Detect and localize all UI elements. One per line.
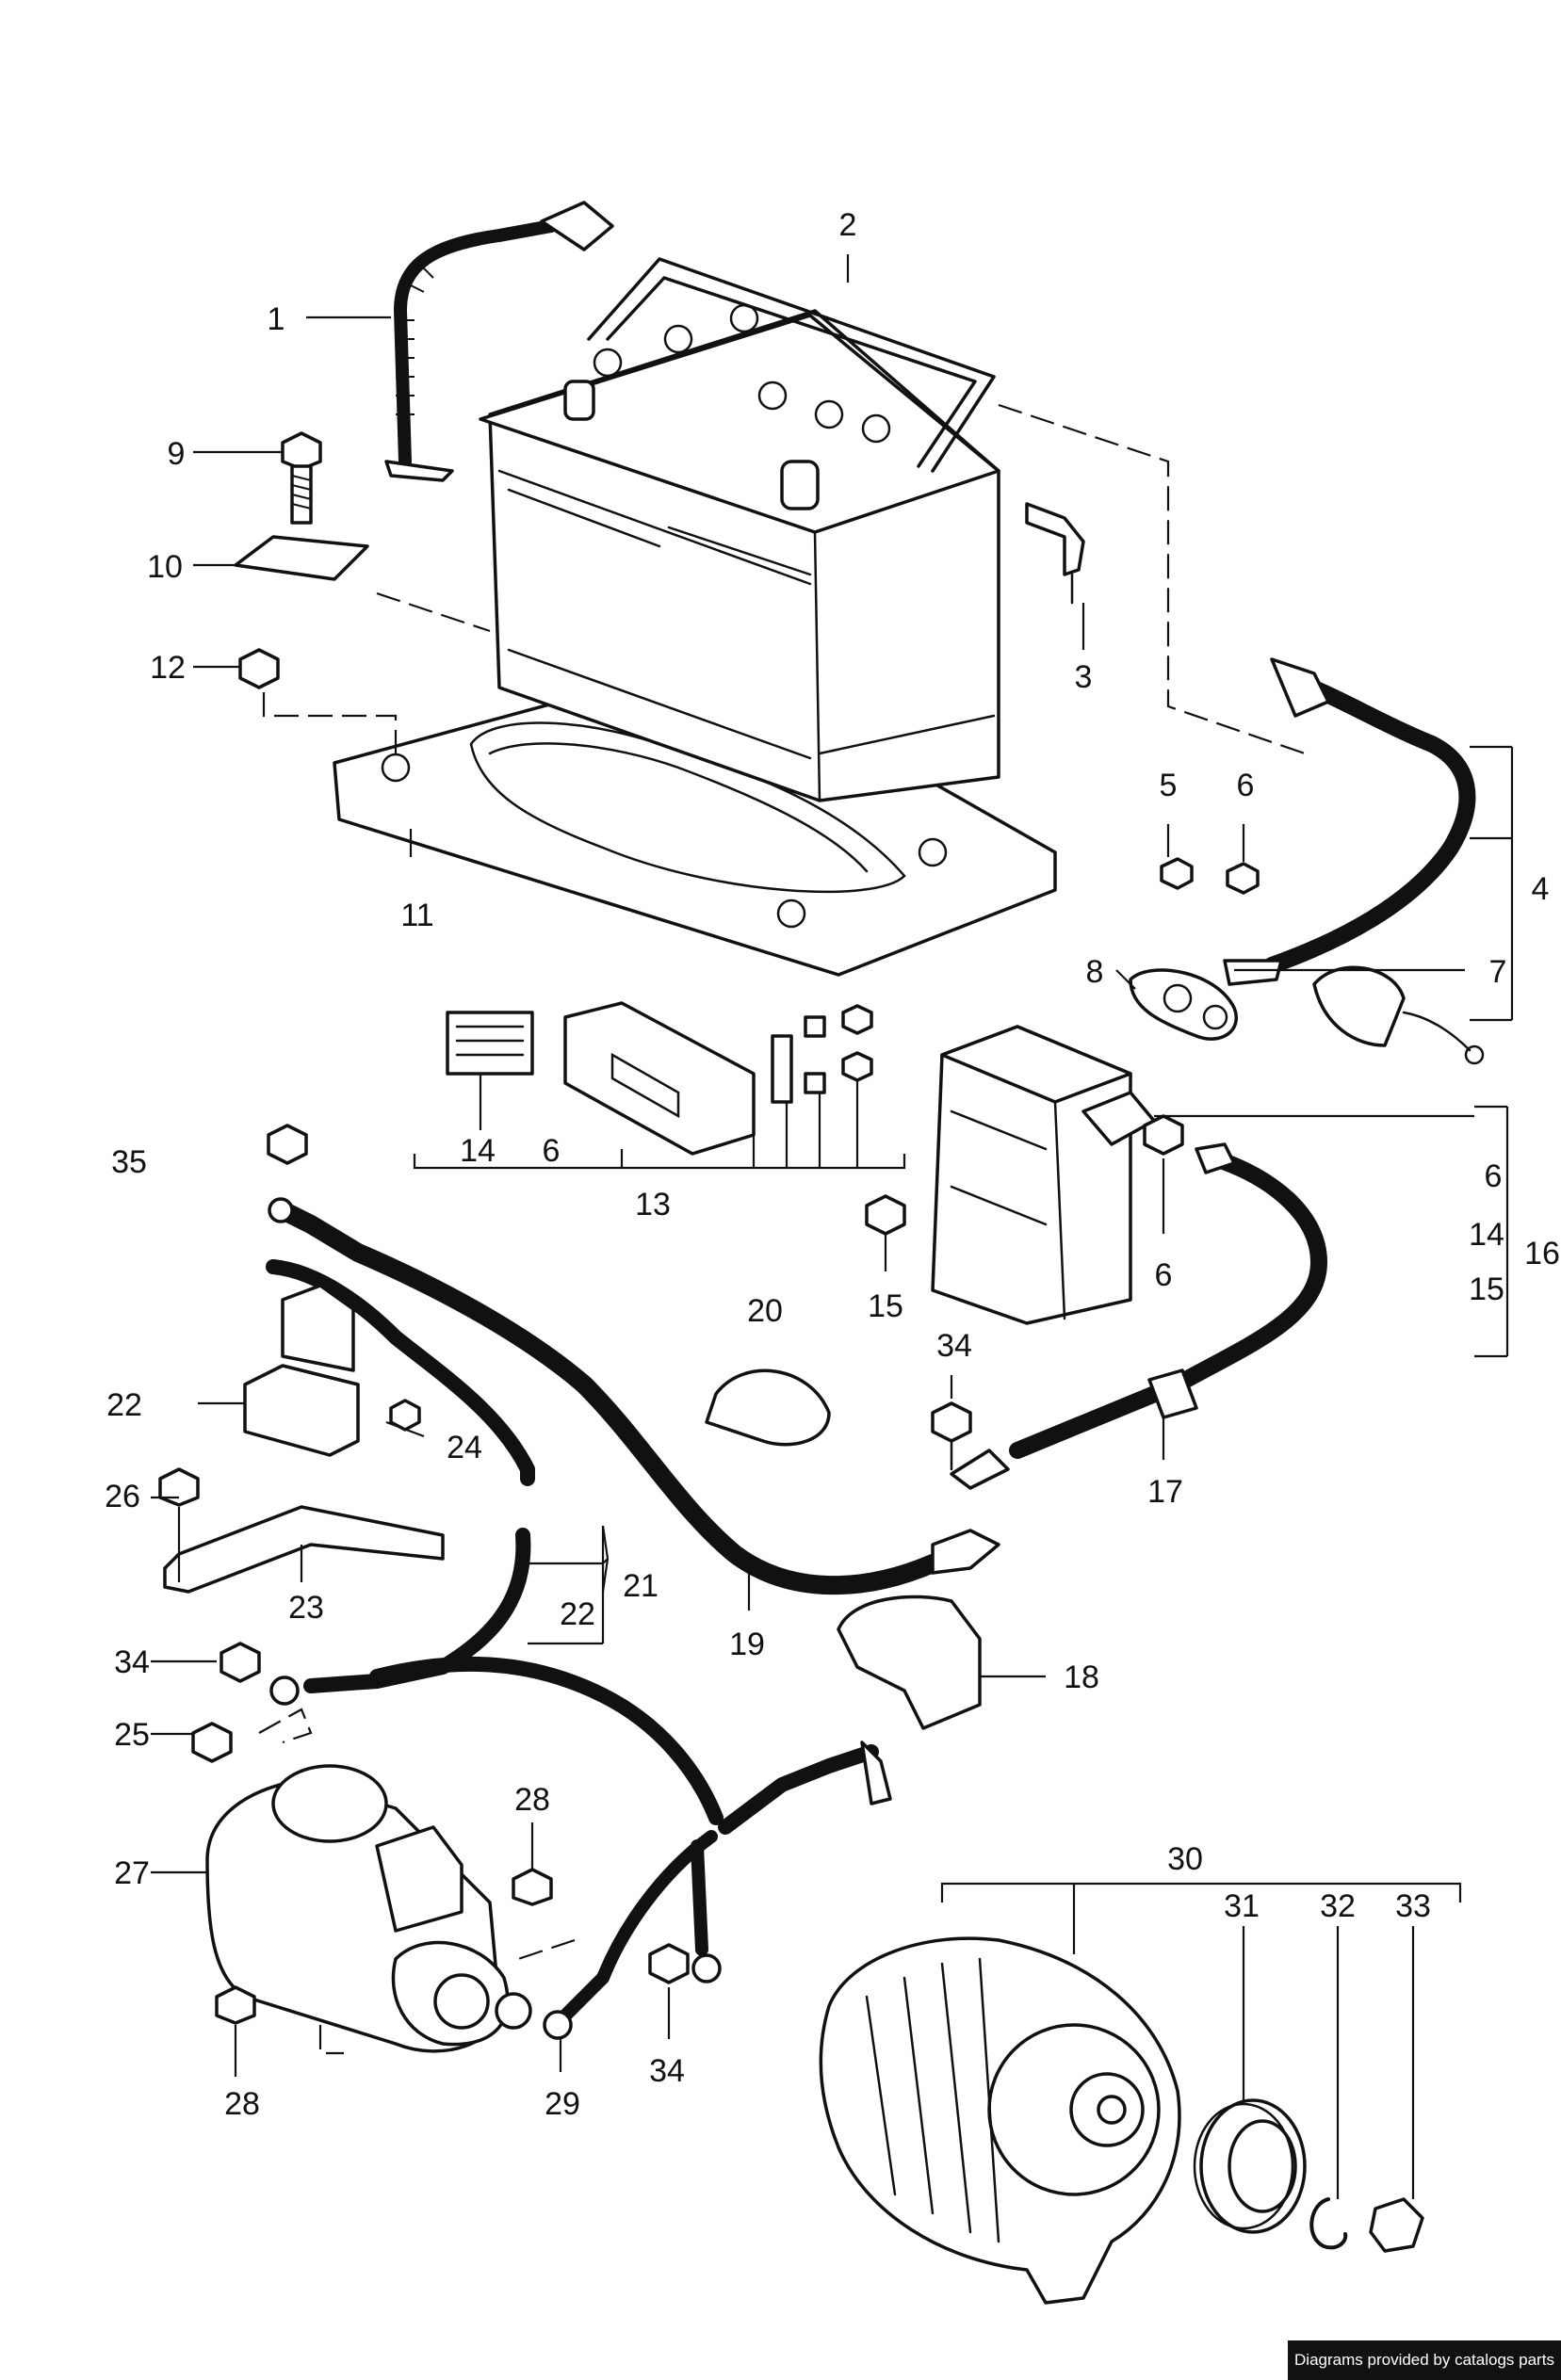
bolt-28-lower (215, 1985, 256, 2025)
callout-19: 19 (729, 1627, 765, 1662)
callout-29: 29 (545, 2086, 580, 2122)
callout-6-right: 6 (1485, 1158, 1503, 1194)
callout-labels: 1 2 3 4 5 6 7 8 9 10 11 12 13 14 6 6 14 … (105, 207, 1560, 2122)
callout-34-left: 34 (114, 1644, 150, 1680)
callout-2: 2 (839, 207, 857, 243)
callout-15: 15 (868, 1288, 903, 1324)
callout-31: 31 (1224, 1888, 1260, 1924)
callout-5: 5 (1160, 768, 1178, 803)
circlip-32 (1309, 2197, 1348, 2250)
cable-clamp-18 (837, 1595, 982, 1730)
callout-4: 4 (1532, 871, 1550, 907)
battery (333, 257, 1057, 977)
callout-24: 24 (447, 1430, 482, 1465)
hold-down-bracket (234, 535, 369, 581)
positive-battery-cable (1129, 657, 1485, 1065)
ground-strap-cable (384, 201, 614, 482)
callout-34-mid: 34 (936, 1328, 972, 1364)
callout-35: 35 (111, 1144, 147, 1180)
nut-12 (238, 648, 280, 689)
fuse-strip (446, 1001, 873, 1156)
temperature-sensor (1025, 502, 1085, 605)
bolt-28-upper (512, 1868, 553, 1906)
clamp-bolt (281, 431, 322, 525)
callout-22-harness: 22 (560, 1596, 595, 1632)
callout-34-bottom: 34 (649, 2053, 685, 2089)
nut-35 (267, 1124, 308, 1165)
callout-32: 32 (1320, 1888, 1356, 1924)
callout-15-right: 15 (1469, 1271, 1504, 1307)
fuse-box (931, 1025, 1156, 1325)
callout-6-fusebox: 6 (1155, 1257, 1173, 1293)
callout-10: 10 (147, 549, 183, 585)
credit-badge: Diagrams provided by catalogs parts (1288, 2340, 1561, 2380)
nut-6 (1143, 1114, 1184, 1156)
nut-15 (865, 1194, 906, 1236)
callout-17: 17 (1147, 1474, 1183, 1510)
callout-23: 23 (288, 1590, 324, 1626)
callout-26: 26 (105, 1479, 140, 1514)
nut-33 (1369, 2197, 1424, 2253)
bolt-26 (158, 1467, 200, 1507)
callout-21: 21 (623, 1568, 659, 1604)
callout-7: 7 (1489, 954, 1507, 990)
main-starter-cable (268, 1197, 1000, 1730)
callout-22-bracket: 22 (106, 1387, 142, 1423)
callout-20: 20 (747, 1293, 783, 1329)
alternator-pulley (1193, 2098, 1307, 2234)
callout-1: 1 (268, 301, 285, 337)
starter-motor (205, 1764, 532, 2053)
fuse-box-cable (931, 1142, 1327, 1490)
cable-clamp-20 (705, 1368, 831, 1447)
callout-28-upper: 28 (514, 1782, 550, 1818)
callout-18: 18 (1064, 1660, 1099, 1695)
callout-28-lower: 28 (224, 2086, 260, 2122)
callout-9: 9 (168, 436, 186, 472)
callout-33: 33 (1395, 1888, 1431, 1924)
cable-clip (1312, 965, 1406, 1047)
callout-27: 27 (114, 1855, 150, 1891)
callout-16: 16 (1524, 1236, 1560, 1271)
callout-12: 12 (150, 650, 186, 686)
callout-14-strip: 14 (460, 1133, 496, 1169)
nut-34 (931, 1401, 972, 1443)
callout-25: 25 (114, 1717, 150, 1753)
alternator (819, 1936, 1181, 2305)
callout-30: 30 (1167, 1841, 1203, 1877)
callout-3: 3 (1075, 659, 1093, 695)
nut-34-bottom (648, 1943, 690, 1984)
callout-11: 11 (400, 898, 433, 933)
callout-13: 13 (635, 1187, 671, 1222)
starter-wiring-harness (266, 1259, 892, 2040)
callout-6-strip: 6 (543, 1133, 561, 1169)
nut-34-lower (220, 1642, 261, 1683)
relay-bracket (163, 1284, 445, 1594)
callout-6-top: 6 (1237, 768, 1255, 803)
callout-8: 8 (1086, 954, 1104, 990)
callout-14-right: 14 (1469, 1217, 1504, 1253)
washer-25 (191, 1722, 233, 1763)
